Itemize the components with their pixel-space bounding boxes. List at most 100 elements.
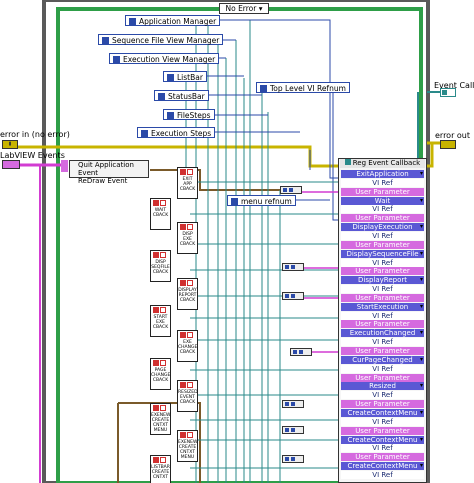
listbar-ref[interactable]: ListBar [163,71,207,82]
reg-row[interactable]: DisplayReport▾ [341,276,424,285]
dropdown-arrow-icon[interactable]: ▾ [419,276,423,284]
menu-refnum[interactable]: menu refnum [227,195,296,206]
dropdown-arrow-icon[interactable]: ▾ [419,462,423,470]
callback-subvi[interactable]: DISPLAY REPORT CBACK [177,278,198,310]
reg-row[interactable]: User Parameter [341,267,424,276]
statusbar-ref[interactable]: StatusBar [154,90,209,101]
callback-subvi[interactable]: EXENEW CREATE CNTXT MENU [150,403,171,435]
reg-row[interactable]: User Parameter [341,347,424,355]
reg-row[interactable]: VI Ref [341,470,424,479]
reg-row[interactable]: VI Ref [341,444,424,453]
event-callbacks-terminal[interactable] [440,88,456,97]
reg-row-label: CreateContextMenu [347,435,418,444]
reg-row[interactable]: ExitApplication▾ [341,170,424,178]
subvi-label: LISTBAR CREATE CNTXT [151,465,170,480]
reg-row-label: VI Ref [372,338,393,347]
dropdown-arrow-icon[interactable]: ▾ [419,223,423,231]
star-icon [160,405,166,411]
callback-subvi[interactable]: LISTBAR CREATE CNTXT [150,455,171,483]
reg-row[interactable]: User Parameter [341,187,424,196]
labview-events-terminal[interactable] [2,160,20,169]
reg-row[interactable]: User Parameter [341,453,424,462]
reg-row-label: Wait [374,196,391,205]
callback-subvi[interactable]: RESIZED EVENT CBACK [177,380,198,412]
reg-row-label: User Parameter [355,320,410,329]
application-manager-ref[interactable]: Application Manager [125,15,221,26]
reg-row[interactable]: VI Ref [341,178,424,187]
vi-glyph-icon [180,280,186,286]
event-callbacks-label: Event Callbac [434,81,474,90]
reg-row-label: VI Ref [372,417,393,426]
reg-row[interactable]: User Parameter [341,426,424,435]
reg-row[interactable]: VI Ref [341,258,424,267]
reg-row[interactable]: User Parameter [341,240,424,249]
reg-row[interactable]: User Parameter [341,320,424,329]
reg-row[interactable]: VI Ref [341,205,424,214]
subvi-label: EXIT APP CBACK [179,177,196,192]
labview-events-label: LabVIEW Events [0,151,65,160]
reg-row[interactable]: DisplayExecution▾ [341,223,424,232]
reg-row[interactable]: ExecutionChanged▾ [341,329,424,338]
top-level-vi-refnum[interactable]: Top Level VI Refnum [256,82,350,93]
reg-row[interactable]: StartExecution▾ [341,302,424,311]
dropdown-arrow-icon[interactable]: ▾ [419,329,423,337]
refnum-icon [129,18,136,25]
execution-steps-ref[interactable]: Execution Steps [137,127,216,138]
dropdown-arrow-icon[interactable]: ▾ [419,302,423,310]
callback-subvi[interactable]: EXIT APP CBACK [177,167,198,199]
reg-row[interactable]: CreateContextMenu▾ [341,462,424,471]
sequence-file-view-manager-ref[interactable]: Sequence File View Manager [98,34,224,45]
reg-row-label: User Parameter [355,426,410,435]
bundle-node [280,186,302,194]
subvi-label: RESIZED EVENT CBACK [178,390,198,405]
star-icon [160,360,166,366]
reg-row[interactable]: VI Ref [341,311,424,320]
reg-row[interactable]: DisplaySequenceFile▾ [341,249,424,258]
reg-row-label: CreateContextMenu [347,408,418,417]
dropdown-arrow-icon[interactable]: ▾ [419,408,423,416]
reg-row[interactable]: User Parameter [341,400,424,409]
reg-row[interactable]: CreateContextMenu▾ [341,408,424,417]
callback-subvi[interactable]: WAIT CBACK [150,198,171,230]
case-selector[interactable]: No Error ▾ [219,3,269,14]
callback-subvi[interactable]: DISP SEQFILE CBACK [150,250,171,282]
reg-row[interactable]: User Parameter [341,214,424,223]
filesteps-ref[interactable]: FileSteps [163,109,215,120]
callback-subvi[interactable]: PAGE CHANGE CBACK [150,358,171,390]
star-icon [160,307,166,313]
reg-row[interactable]: VI Ref [341,417,424,426]
reg-row[interactable]: CurPageChanged▾ [341,355,424,364]
dropdown-arrow-icon[interactable]: ▾ [419,170,423,177]
error-out-terminal[interactable] [440,140,456,149]
reg-row[interactable]: VI Ref [341,285,424,294]
subvi-label: EXE CHANGE CBACK [178,340,198,355]
dropdown-arrow-icon[interactable]: ▾ [419,355,423,363]
reg-row-label: User Parameter [355,214,410,223]
execution-view-manager-ref[interactable]: Execution View Manager [109,53,220,64]
dropdown-arrow-icon[interactable]: ▾ [419,196,423,204]
callback-subvi[interactable]: START EXE CBACK [150,305,171,337]
reg-row[interactable]: VI Ref [341,338,424,347]
reg-row[interactable]: User Parameter [341,373,424,382]
callback-subvi[interactable]: DISP EXE CBACK [177,222,198,254]
reg-row[interactable]: CreateContextMenu▾ [341,435,424,444]
reg-row[interactable]: Wait ▾ [341,196,424,205]
refnum-icon [260,85,267,92]
subvi-label: EXENEW CREATE CNTXT MENU [178,440,198,460]
star-icon [160,200,166,206]
reg-row[interactable]: VI Ref [341,231,424,240]
callback-subvi[interactable]: EXENEW CREATE CNTXT MENU [177,430,198,462]
reg-row-label: VI Ref [372,285,393,294]
dropdown-arrow-icon[interactable]: ▾ [419,382,423,390]
reg-row[interactable]: VI Ref [341,364,424,373]
error-in-terminal[interactable]: ▮ [2,140,18,149]
reg-row[interactable]: Resized▾ [341,382,424,391]
star-icon [187,332,193,338]
reg-row[interactable]: VI Ref [341,391,424,400]
dropdown-arrow-icon[interactable]: ▾ [419,249,423,257]
dropdown-arrow-icon[interactable]: ▾ [419,435,423,443]
reg-row-label: VI Ref [372,178,393,187]
reg-row[interactable]: User Parameter [341,293,424,302]
event-source-node[interactable]: Quit Application Event ReDraw Event [69,160,149,185]
callback-subvi[interactable]: EXE CHANGE CBACK [177,330,198,362]
